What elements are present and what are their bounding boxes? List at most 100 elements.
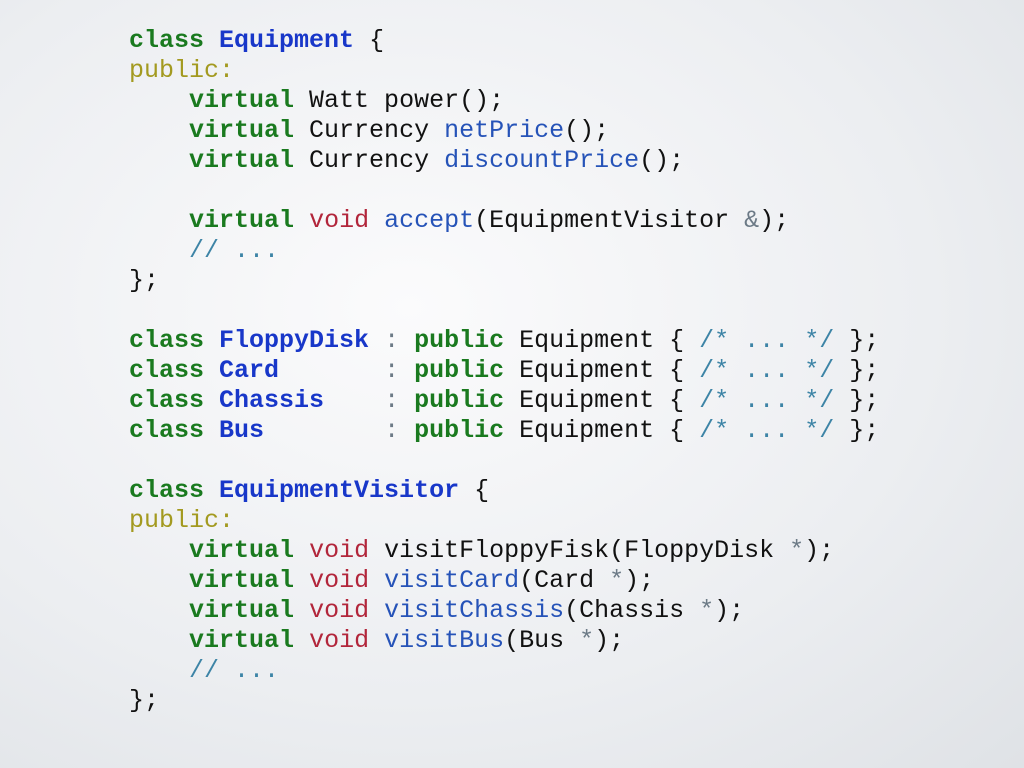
type-token: void xyxy=(309,596,370,625)
code-text: Currency xyxy=(294,116,445,145)
keyword-token: public xyxy=(414,356,505,385)
code-text: Equipment { xyxy=(504,356,700,385)
code-text xyxy=(369,326,384,355)
code-text: Equipment { xyxy=(504,386,700,415)
operator-token: : xyxy=(384,356,400,385)
type-token: void xyxy=(309,206,370,235)
function-name-token: netPrice xyxy=(444,116,565,145)
code-line: class Card : public Equipment { /* ... *… xyxy=(129,356,879,386)
code-line: class Equipment { xyxy=(129,26,879,56)
code-text xyxy=(399,326,414,355)
operator-token: * xyxy=(609,566,625,595)
code-text xyxy=(279,356,384,385)
keyword-token: virtual xyxy=(189,146,295,175)
type-token: void xyxy=(309,626,370,655)
operator-token: : xyxy=(384,326,400,355)
code-text: ); xyxy=(759,206,790,235)
code-block: class Equipment {public: virtual Watt po… xyxy=(129,26,879,716)
code-text: (EquipmentVisitor xyxy=(474,206,745,235)
keyword-token: virtual xyxy=(189,116,295,145)
code-text: ); xyxy=(624,566,655,595)
access-specifier-token: public: xyxy=(129,506,235,535)
code-text: Currency xyxy=(294,146,445,175)
code-text: }; xyxy=(834,326,880,355)
keyword-token: class xyxy=(129,416,205,445)
code-text: ); xyxy=(714,596,745,625)
comment-token: /* ... */ xyxy=(699,326,835,355)
code-text: Watt power(); xyxy=(294,86,505,115)
code-text: }; xyxy=(834,386,880,415)
code-line xyxy=(129,176,879,206)
code-text: }; xyxy=(129,266,160,295)
code-text xyxy=(129,536,189,565)
code-text xyxy=(369,566,384,595)
code-text xyxy=(129,566,189,595)
code-line: virtual Currency netPrice(); xyxy=(129,116,879,146)
code-text: (); xyxy=(639,146,685,175)
keyword-token: class xyxy=(129,26,205,55)
code-text: (Card xyxy=(519,566,610,595)
code-line: public: xyxy=(129,56,879,86)
code-text xyxy=(294,206,309,235)
code-line xyxy=(129,296,879,326)
code-line: class Bus : public Equipment { /* ... */… xyxy=(129,416,879,446)
comment-token: /* ... */ xyxy=(699,416,835,445)
code-text xyxy=(369,596,384,625)
operator-token: : xyxy=(384,416,400,445)
comment-token: // ... xyxy=(189,656,280,685)
code-line: virtual void visitFloppyFisk(FloppyDisk … xyxy=(129,536,879,566)
code-text xyxy=(369,626,384,655)
keyword-token: virtual xyxy=(189,566,295,595)
code-text: (); xyxy=(564,116,610,145)
keyword-token: class xyxy=(129,356,205,385)
keyword-token: virtual xyxy=(189,596,295,625)
comment-token: /* ... */ xyxy=(699,356,835,385)
code-text xyxy=(204,386,219,415)
code-line xyxy=(129,446,879,476)
operator-token: * xyxy=(579,626,595,655)
code-text xyxy=(204,26,219,55)
code-text xyxy=(294,566,309,595)
code-text xyxy=(129,236,189,265)
keyword-token: class xyxy=(129,476,205,505)
code-text: { xyxy=(459,476,490,505)
code-text xyxy=(129,206,189,235)
code-line: class EquipmentVisitor { xyxy=(129,476,879,506)
keyword-token: class xyxy=(129,386,205,415)
code-text: { xyxy=(354,26,385,55)
class-name-token: Equipment xyxy=(219,26,355,55)
keyword-token: virtual xyxy=(189,626,295,655)
code-line: virtual void visitCard(Card *); xyxy=(129,566,879,596)
code-text xyxy=(294,536,309,565)
operator-token: * xyxy=(789,536,805,565)
code-line: public: xyxy=(129,506,879,536)
keyword-token: class xyxy=(129,326,205,355)
code-text xyxy=(369,206,384,235)
operator-token: & xyxy=(744,206,760,235)
code-text: }; xyxy=(834,416,880,445)
code-text xyxy=(129,626,189,655)
function-name-token: discountPrice xyxy=(444,146,640,175)
code-line: }; xyxy=(129,266,879,296)
class-name-token: Chassis xyxy=(219,386,325,415)
code-text xyxy=(399,386,414,415)
keyword-token: virtual xyxy=(189,536,295,565)
type-token: void xyxy=(309,536,370,565)
code-text xyxy=(129,116,189,145)
code-line: class Chassis : public Equipment { /* ..… xyxy=(129,386,879,416)
code-text xyxy=(204,416,219,445)
comment-token: // ... xyxy=(189,236,280,265)
code-text: Equipment { xyxy=(504,416,700,445)
code-line: virtual void accept(EquipmentVisitor &); xyxy=(129,206,879,236)
keyword-token: public xyxy=(414,326,505,355)
code-text: (Chassis xyxy=(564,596,700,625)
code-line: virtual Currency discountPrice(); xyxy=(129,146,879,176)
class-name-token: EquipmentVisitor xyxy=(219,476,460,505)
class-name-token: Bus xyxy=(219,416,265,445)
code-text xyxy=(399,356,414,385)
keyword-token: public xyxy=(414,386,505,415)
code-text xyxy=(129,596,189,625)
code-text xyxy=(204,326,219,355)
type-token: void xyxy=(309,566,370,595)
operator-token: : xyxy=(384,386,400,415)
